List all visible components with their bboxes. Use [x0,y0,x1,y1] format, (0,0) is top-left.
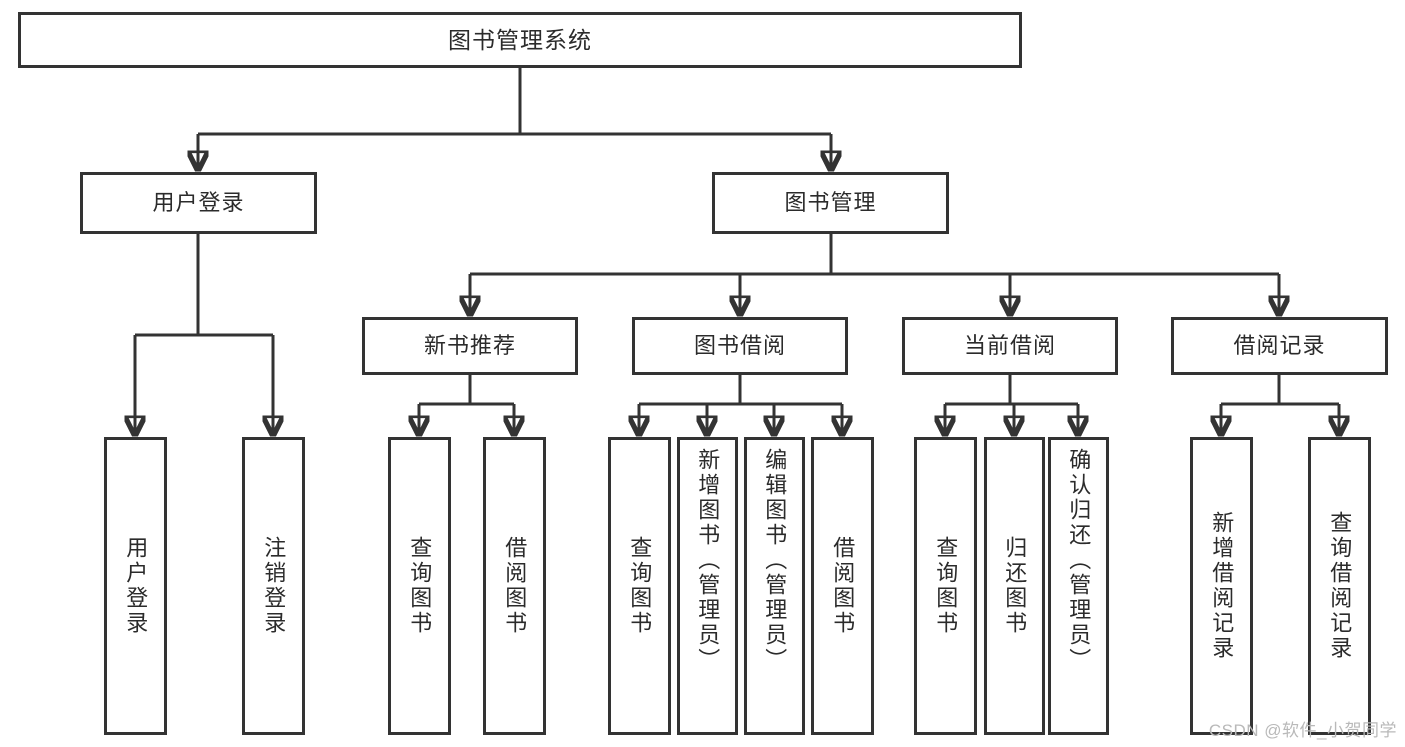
node-leaf-query-book-cb-label: 查询图书 [933,536,959,636]
node-root[interactable]: 图书管理系统 [18,12,1022,68]
node-borrow-record[interactable]: 借阅记录 [1171,317,1388,375]
node-borrow-record-label: 借阅记录 [1233,333,1326,359]
node-new-book-rec[interactable]: 新书推荐 [362,317,578,375]
node-book-borrow[interactable]: 图书借阅 [632,317,848,375]
node-leaf-add-book-label: 新增图书（管理员） [695,448,721,673]
node-current-borrow[interactable]: 当前借阅 [902,317,1118,375]
node-leaf-borrow-book-bb[interactable]: 借阅图书 [811,437,874,735]
node-new-book-rec-label: 新书推荐 [423,333,516,359]
node-user-login-label: 用户登录 [152,190,245,216]
node-leaf-query-record[interactable]: 查询借阅记录 [1308,437,1371,735]
node-leaf-user-logout[interactable]: 注销登录 [242,437,305,735]
node-book-manage-label: 图书管理 [784,190,877,216]
node-leaf-user-login[interactable]: 用户登录 [104,437,167,735]
node-user-login[interactable]: 用户登录 [80,172,317,234]
node-leaf-borrow-book-rec[interactable]: 借阅图书 [483,437,546,735]
node-leaf-confirm-return-label: 确认归还（管理员） [1066,448,1092,673]
node-leaf-query-book-bb[interactable]: 查询图书 [608,437,671,735]
node-leaf-add-book[interactable]: 新增图书（管理员） [677,437,738,735]
node-leaf-return-book[interactable]: 归还图书 [984,437,1045,735]
node-current-borrow-label: 当前借阅 [963,333,1056,359]
node-leaf-edit-book[interactable]: 编辑图书（管理员） [744,437,805,735]
node-leaf-query-book-rec-label: 查询图书 [407,536,433,636]
node-book-manage[interactable]: 图书管理 [712,172,949,234]
node-leaf-return-book-label: 归还图书 [1002,536,1028,636]
node-leaf-borrow-book-bb-label: 借阅图书 [830,536,856,636]
node-book-borrow-label: 图书借阅 [693,333,786,359]
node-leaf-query-record-label: 查询借阅记录 [1327,511,1353,661]
node-leaf-user-logout-label: 注销登录 [261,536,287,636]
node-leaf-query-book-rec[interactable]: 查询图书 [388,437,451,735]
node-leaf-add-record-label: 新增借阅记录 [1209,511,1235,661]
node-root-label: 图书管理系统 [448,26,592,53]
watermark-text: CSDN @软件_小贺同学 [1208,721,1397,740]
node-leaf-query-book-bb-label: 查询图书 [627,536,653,636]
node-leaf-edit-book-label: 编辑图书（管理员） [762,448,788,673]
node-leaf-borrow-book-rec-label: 借阅图书 [502,536,528,636]
node-leaf-confirm-return[interactable]: 确认归还（管理员） [1048,437,1109,735]
node-leaf-user-login-label: 用户登录 [123,536,149,636]
node-leaf-query-book-cb[interactable]: 查询图书 [914,437,977,735]
node-leaf-add-record[interactable]: 新增借阅记录 [1190,437,1253,735]
